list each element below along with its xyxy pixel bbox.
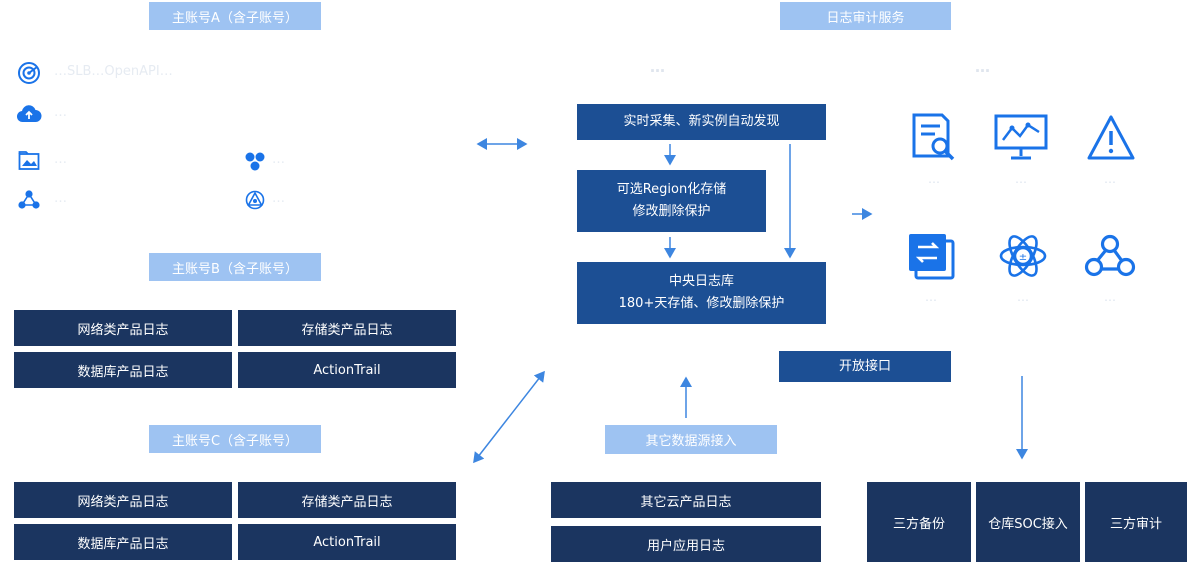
tool-label-1: …: [928, 172, 940, 186]
region-storage-line2: 修改删除保护: [632, 204, 711, 219]
output-third-party-backup: 三方备份: [867, 482, 971, 562]
account-c-actiontrail: ActionTrail: [238, 524, 456, 560]
transfer-icon: [906, 231, 956, 281]
account-c-tag: 主账号C（含子账号）: [149, 425, 321, 453]
cluster-icon: [244, 150, 266, 172]
webhook-icon: [1084, 233, 1136, 279]
monitor-chart-icon: [994, 114, 1048, 162]
central-log-store-line1: 中央日志库: [668, 274, 734, 289]
account-b-network-logs: 网络类产品日志: [14, 310, 232, 346]
tool-label-5: …: [1017, 290, 1029, 304]
audit-service-tag: 日志审计服务: [780, 2, 951, 30]
user-app-logs-box: 用户应用日志: [551, 526, 821, 562]
account-b-database-logs: 数据库产品日志: [14, 352, 232, 388]
tool-label-4: …: [925, 290, 937, 304]
central-log-store-line2: 180+天存储、修改删除保护: [618, 296, 785, 311]
triangle-network-icon: [244, 189, 266, 211]
hexagon-cluster-icon: [18, 189, 40, 211]
open-api-box: 开放接口: [779, 351, 951, 382]
tool-label-2: …: [1015, 172, 1027, 186]
account-a-source-1: …SLB…OpenAPI…: [54, 64, 173, 79]
warning-icon: [1086, 114, 1136, 162]
audit-faint-title: …: [975, 58, 990, 76]
cloud-upload-icon: [16, 103, 42, 125]
tool-label-3: …: [1104, 172, 1116, 186]
tool-label-6: …: [1104, 290, 1116, 304]
collect-box: 实时采集、新实例自动发现: [577, 104, 826, 140]
account-a-source-2: …: [54, 105, 67, 120]
account-a-source-5: …: [54, 191, 67, 206]
arrow-c-center: [473, 370, 545, 464]
document-search-icon: [910, 112, 958, 164]
account-a-source-4: …: [272, 152, 285, 167]
account-b-storage-logs: 存储类产品日志: [238, 310, 456, 346]
center-faint-title: …: [650, 58, 665, 76]
region-storage-line1: 可选Region化存储: [616, 182, 727, 197]
other-sources-tag: 其它数据源接入: [605, 425, 777, 454]
account-c-storage-logs: 存储类产品日志: [238, 482, 456, 518]
central-log-store-box: 中央日志库 180+天存储、修改删除保护: [577, 262, 826, 324]
account-a-source-6: …: [272, 191, 285, 206]
account-a-source-3: …: [54, 152, 67, 167]
region-storage-box: 可选Region化存储 修改删除保护: [577, 170, 766, 232]
account-b-tag: 主账号B（含子账号）: [149, 253, 321, 281]
image-folder-icon: [18, 150, 40, 172]
output-third-party-audit: 三方审计: [1085, 482, 1187, 562]
radar-icon: [18, 62, 40, 84]
other-cloud-logs-box: 其它云产品日志: [551, 482, 821, 518]
account-b-actiontrail: ActionTrail: [238, 352, 456, 388]
svg-text:±: ±: [1019, 252, 1027, 263]
output-soc-integration: 仓库SOC接入: [976, 482, 1080, 562]
atom-icon: ±: [998, 231, 1048, 281]
account-a-tag: 主账号A（含子账号）: [149, 2, 321, 30]
account-c-network-logs: 网络类产品日志: [14, 482, 232, 518]
account-c-database-logs: 数据库产品日志: [14, 524, 232, 560]
